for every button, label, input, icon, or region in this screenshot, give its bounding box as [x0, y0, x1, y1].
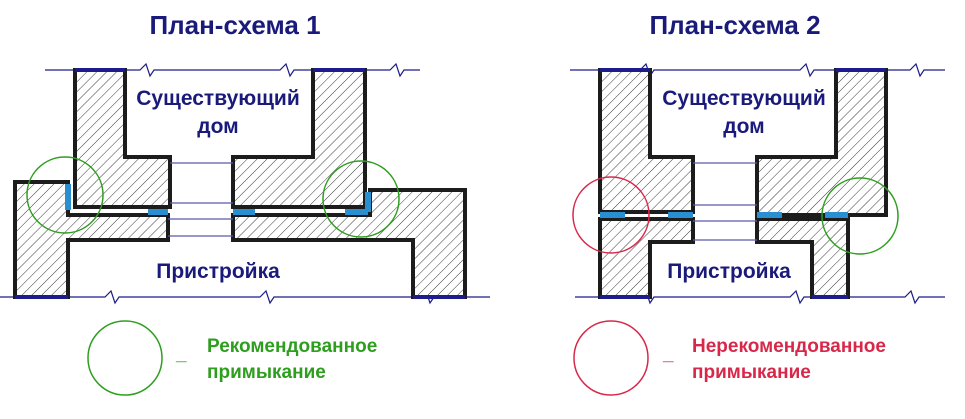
legend-not-recommended-label-line1: Нерекомендованное: [692, 336, 886, 357]
legend-not-recommended-label-line2: примыкание: [692, 362, 811, 383]
scheme-2-title: План-схема 2: [649, 10, 820, 40]
scheme-1-bottom-break-line: [0, 289, 490, 305]
legend-not-recommended-dash: _: [662, 344, 674, 365]
legend-recommended-circle: [87, 320, 163, 396]
scheme-2-top-break-line: [570, 62, 945, 78]
legend-recommended-label-line1: Рекомендованное: [207, 336, 377, 357]
legend-recommended-dash: _: [175, 344, 187, 365]
scheme-2-not-recommended-circle: [572, 176, 650, 254]
scheme-2-existing-house-label: Существующий: [662, 87, 825, 110]
scheme-1-recommended-circle-left: [26, 156, 104, 234]
scheme-1-existing-house-label: Существующий: [136, 87, 299, 110]
scheme-2-annex-right-wall: [755, 217, 850, 299]
legend-not-recommended-circle: [573, 320, 649, 396]
scheme-2-annex-label: Пристройка: [667, 260, 791, 283]
scheme-2-recommended-circle: [821, 177, 899, 255]
scheme-2-existing-house-label-2: дом: [723, 115, 764, 138]
scheme-1-recommended-circle-right: [322, 160, 400, 238]
legend-recommended-label-line2: примыкание: [207, 362, 326, 383]
scheme-1: План-схема 1 Существующий дом Пристр: [0, 10, 490, 305]
scheme-2-annex-left-wall: [598, 217, 695, 299]
scheme-1-existing-house-label-2: дом: [197, 115, 238, 138]
legend: _ Рекомендованное примыкание _ Нерекомен…: [87, 320, 886, 396]
scheme-1-title: План-схема 1: [149, 10, 320, 40]
scheme-1-top-break-line: [45, 62, 420, 78]
legend-recommended: _ Рекомендованное примыкание: [87, 320, 377, 396]
scheme-1-annex-label: Пристройка: [156, 260, 280, 283]
scheme-2: План-схема 2 Существующий дом Пристройка: [570, 10, 945, 305]
legend-not-recommended: _ Нерекомендованное примыкание: [573, 320, 886, 396]
